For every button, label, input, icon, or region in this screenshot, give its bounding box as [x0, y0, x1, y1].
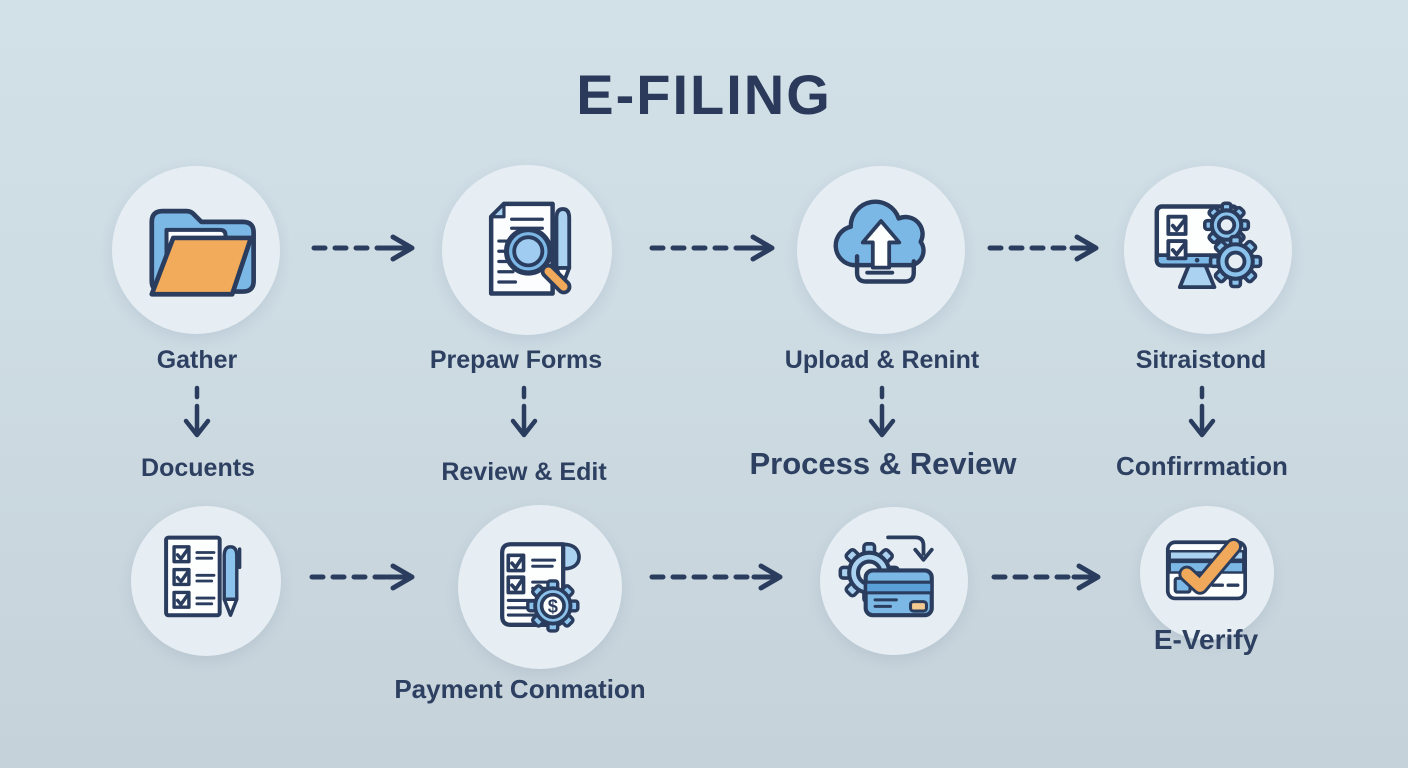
- dashed-arrow-right-icon: [648, 233, 780, 263]
- step-prepare-circle: [442, 165, 612, 335]
- dollar-sign-icon: $: [548, 596, 558, 617]
- step-sublabel-review-edit: Review & Edit: [441, 458, 607, 486]
- gear-credit-card-icon: [835, 522, 953, 640]
- payment-gear-document-icon: $: [479, 526, 601, 648]
- checklist-pen-icon: [149, 524, 263, 638]
- step-sublabel-documents: Docuents: [141, 454, 255, 482]
- step-payment-circle: $: [458, 505, 622, 669]
- dashed-arrow-right-icon: [986, 233, 1104, 263]
- step-sublabel-confirmation: Confirrmation: [1116, 451, 1288, 481]
- step-label-everify: E-Verify: [1153, 624, 1259, 655]
- step-everify-circle: [1140, 506, 1274, 640]
- step-label-status: Sitraistond: [1135, 346, 1267, 374]
- dashed-arrow-down-icon: [181, 384, 213, 444]
- cloud-upload-icon: [818, 187, 944, 313]
- page-title: E-FILING: [576, 63, 832, 126]
- step-gather-circle: [112, 166, 280, 334]
- dashed-arrow-down-icon: [508, 384, 540, 444]
- dashed-arrow-down-icon: [866, 384, 898, 444]
- folder-icon: [129, 183, 263, 317]
- step-label-payment: Payment Conmation: [394, 674, 646, 704]
- step-label-prepare: Prepaw Forms: [429, 346, 603, 374]
- monitor-gears-icon: [1144, 186, 1272, 314]
- document-search-icon: [463, 186, 591, 314]
- credit-card-check-icon: [1154, 520, 1260, 626]
- step-label-gather: Gather: [156, 346, 238, 374]
- step-upload-circle: [797, 166, 965, 334]
- dashed-arrow-right-icon: [990, 562, 1106, 592]
- step-label-upload: Upload & Renint: [784, 346, 980, 374]
- dashed-arrow-right-icon: [648, 562, 788, 592]
- step-status-circle: [1124, 166, 1292, 334]
- dashed-arrow-right-icon: [308, 562, 420, 592]
- step-checklist-circle: [131, 506, 281, 656]
- dashed-arrow-right-icon: [310, 233, 420, 263]
- step-sublabel-process: Process & Review: [749, 446, 1017, 481]
- step-processing-circle: [820, 507, 968, 655]
- dashed-arrow-down-icon: [1186, 384, 1218, 444]
